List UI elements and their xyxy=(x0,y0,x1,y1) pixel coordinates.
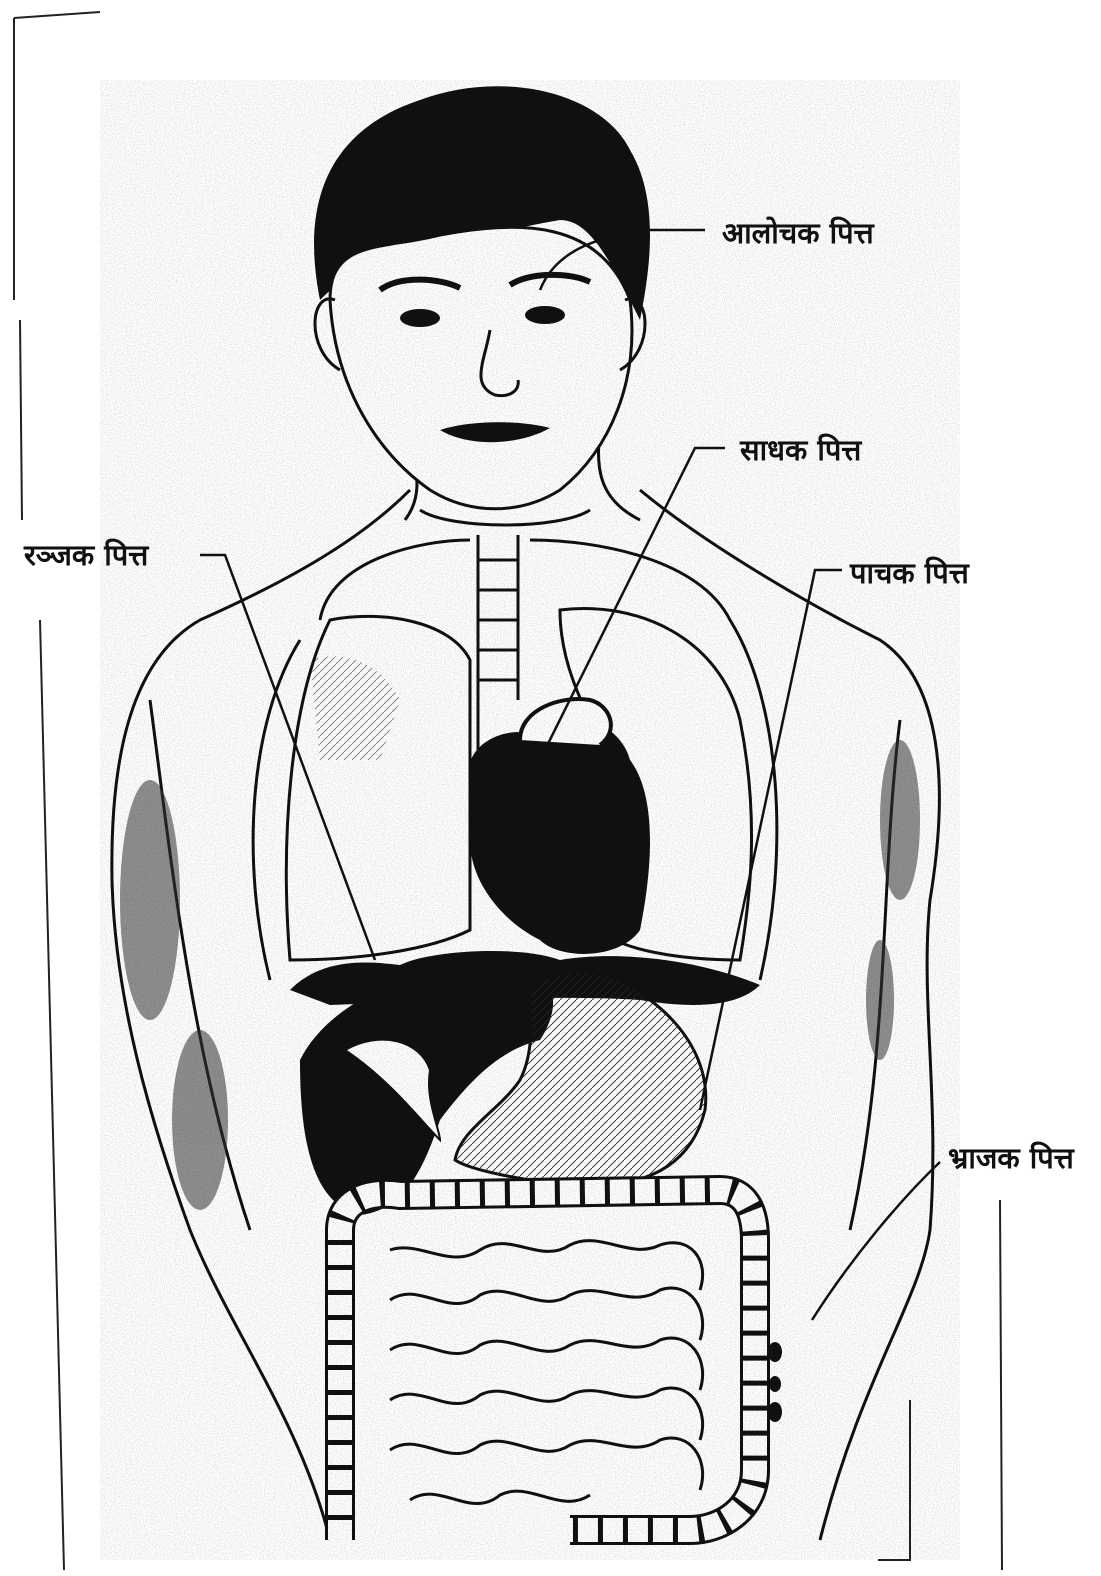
label-pachaka-pitta: पाचक पित्त xyxy=(849,556,970,590)
label-ranjaka-pitta: रञ्जक पित्त xyxy=(23,538,149,572)
label-alochaka-pitta: आलोचक पित्त xyxy=(722,216,875,250)
label-bhrajaka-pitta: भ्राजक पित्त xyxy=(948,1141,1075,1175)
grain-overlay xyxy=(100,80,960,1560)
label-sadhaka-pitta: साधक पित्त xyxy=(739,433,862,467)
